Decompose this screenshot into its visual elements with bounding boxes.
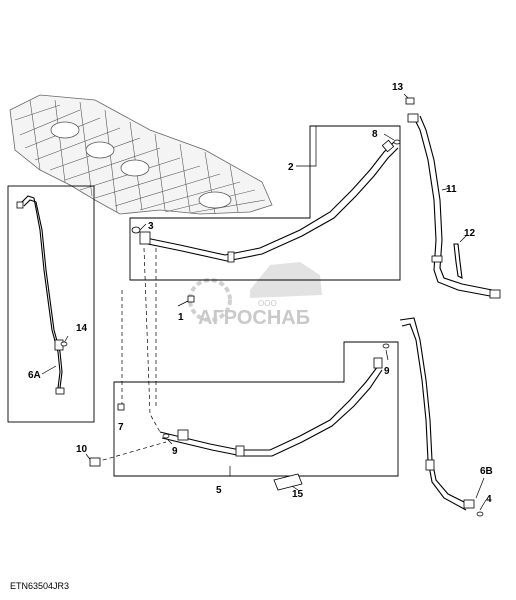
callout-6a: 6A (28, 370, 41, 381)
dashed-guides (95, 247, 167, 463)
engine-block (9, 94, 273, 215)
callout-5: 5 (216, 485, 222, 496)
frame-upper (129, 125, 401, 281)
callout-14: 14 (76, 323, 88, 334)
callout-6b: 6B (480, 466, 493, 477)
tube-2 (139, 139, 399, 263)
callout-3: 3 (148, 221, 154, 232)
frame-lower (113, 341, 399, 477)
label-plate-15 (273, 473, 303, 491)
callout-12: 12 (464, 228, 476, 239)
callout-7: 7 (118, 422, 124, 433)
drawing-code: ETN63504JR3 (10, 581, 69, 591)
tube-11 (407, 113, 501, 299)
inset-frame-6a (7, 185, 95, 423)
callout-1: 1 (178, 312, 184, 323)
callout-15: 15 (292, 489, 304, 500)
callout-13: 13 (392, 82, 404, 93)
tube-6a (16, 195, 65, 395)
tube-6b (399, 317, 475, 511)
callout-9-left: 9 (172, 446, 178, 457)
callout-4: 4 (486, 494, 492, 505)
tube-5 (159, 357, 383, 457)
callout-10: 10 (76, 444, 88, 455)
callout-8: 8 (372, 129, 378, 140)
callout-11: 11 (446, 184, 457, 195)
watermark-company: АГРОСНАБ (198, 307, 310, 329)
watermark-logo: ООО АГРОСНАБ (188, 262, 322, 329)
watermark-prefix: ООО (258, 299, 277, 308)
callout-9-right: 9 (384, 366, 390, 377)
callout-2: 2 (288, 162, 294, 173)
clip-12 (453, 243, 463, 279)
